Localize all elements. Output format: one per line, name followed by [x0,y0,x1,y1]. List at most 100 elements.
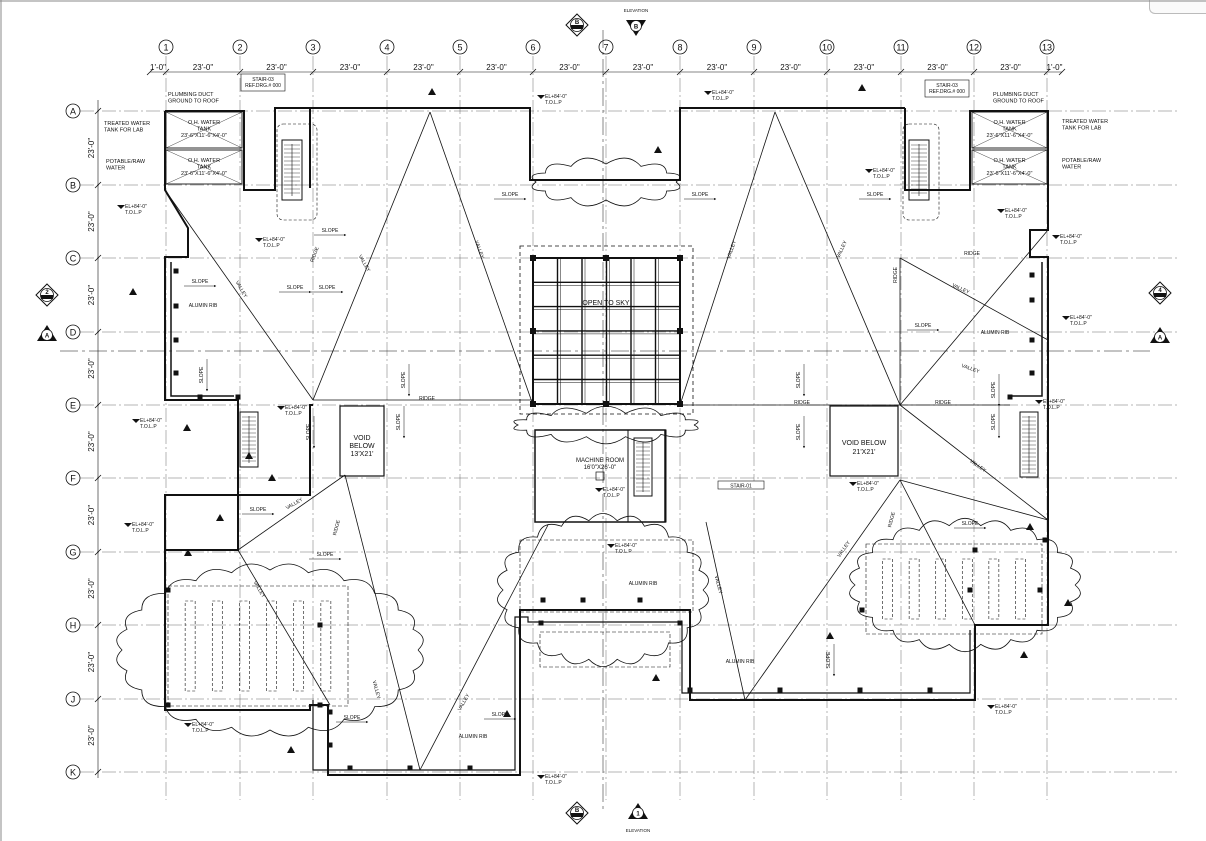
rain-water-pipe [1042,537,1048,543]
open-to-sky-dashed [519,245,694,415]
elevation-word: ELEVATION [624,8,649,13]
stair-ref-box [924,79,970,98]
rain-water-pipe [407,765,413,771]
north-wall-left [165,107,905,191]
direction-marker-icon [1020,651,1028,658]
stair-right-middle [1019,411,1039,478]
valley-label: VALLEY [285,497,305,512]
roof-skylight-slot [266,600,277,692]
rain-water-pipe [859,607,865,613]
grid-column-label: 3 [310,43,315,53]
roof-skylight-slot [239,600,250,692]
level-label: EL+84'-0" [873,168,895,174]
direction-marker-icon [428,88,436,95]
open-to-sky-grid [530,255,683,407]
stair-01 [633,437,653,497]
rain-water-pipe [1029,297,1035,303]
dimension-label: 23'-0" [266,63,287,72]
dimension-label: 23'-0" [87,138,96,159]
ridge-label: RIDGE [310,246,321,264]
direction-marker-icon [654,146,662,153]
level-marker-icon [184,723,192,727]
level-marker-icon [987,705,995,709]
slope-label: SLOPE [319,285,336,291]
column-marker [603,255,609,261]
slope-label: SLOPE [192,279,209,285]
grid-column-bubble [305,39,321,55]
level-sublabel: T.O.L.P [1060,240,1077,246]
level-sublabel: T.O.L.P [857,487,874,493]
valley-line [899,479,1049,521]
roof-skylight-slot [908,558,920,620]
grid-column-bubble [525,39,541,55]
note-text: REF.DRG.# 000 [929,89,965,95]
dashed-canopy [519,539,694,613]
grid-column-bubble [672,39,688,55]
level-label: EL+84'-0" [545,94,567,100]
rain-water-pipe [777,687,783,693]
rain-water-pipe [580,597,586,603]
level-marker-icon [537,775,545,779]
level-label: EL+84'-0" [1060,234,1082,240]
level-sublabel: T.O.L.P [1070,321,1087,327]
grid-column-bubble [966,39,982,55]
dimension-tick [94,695,102,703]
grid-row-bubble [65,177,81,193]
dimension-label: 23'-0" [413,63,434,72]
roof-skylight-slot [988,558,1000,620]
column-marker [530,255,536,261]
ridge-line [899,257,1049,341]
rain-water-pipe [173,370,179,376]
dimension-tick [897,68,905,76]
tank-label: 23'-6"X11'-6"X4'-0" [181,133,227,139]
dimension-tick [94,474,102,482]
tank-label: TANK [1002,165,1017,171]
dimension-tick [309,68,317,76]
dimension-tick [676,68,684,76]
revision-cloud [849,517,1081,653]
grid-column-label: 8 [677,43,682,53]
void-label: 13'X21' [351,451,374,458]
level-marker-icon [132,419,140,423]
stair-03-right [908,139,930,201]
void-label: BELOW [349,443,375,450]
column-marker [530,328,536,334]
dimension-tick [1043,68,1051,76]
valley-label: VALLEY [357,254,372,274]
level-marker-icon [1062,316,1070,320]
rain-water-pipe [857,687,863,693]
level-sublabel: T.O.L.P [615,549,632,555]
valley-label: VALLEY [968,458,987,474]
level-label: EL+84'-0" [140,418,162,424]
column-marker [677,328,683,334]
rain-water-pipe [1007,394,1013,400]
valley-line [899,404,1049,521]
grid-row-label: F [70,474,76,484]
grid-row-bubble [65,250,81,266]
roof-skylight-slot [935,558,947,620]
ridge-label: RIDGE [964,251,981,257]
grid-column-bubble [819,39,835,55]
rain-water-pipe [165,702,171,708]
left-wing-outer-wall [164,111,313,496]
valley-label: VALLEY [473,240,485,260]
grid-column-bubble [158,39,174,55]
grid-column-label: 5 [457,43,462,53]
level-sublabel: T.O.L.P [603,493,620,499]
level-marker-icon [607,544,615,548]
valley-line [237,474,346,551]
grid-column-bubble [379,39,395,55]
dimension-tick [146,68,154,76]
ridge-label: RIDGE [419,396,436,402]
north-wall-right [904,108,1049,495]
dimension-tick [94,181,102,189]
water-tank [165,149,243,185]
direction-marker-icon [287,746,295,753]
dimension-tick [94,254,102,262]
level-marker-icon [997,209,1005,213]
grid-column-label: 11 [896,43,905,53]
dimension-label: 23'-0" [87,725,96,746]
slope-label: SLOPE [796,423,802,440]
tank-label: O.H. WATER [188,158,220,164]
